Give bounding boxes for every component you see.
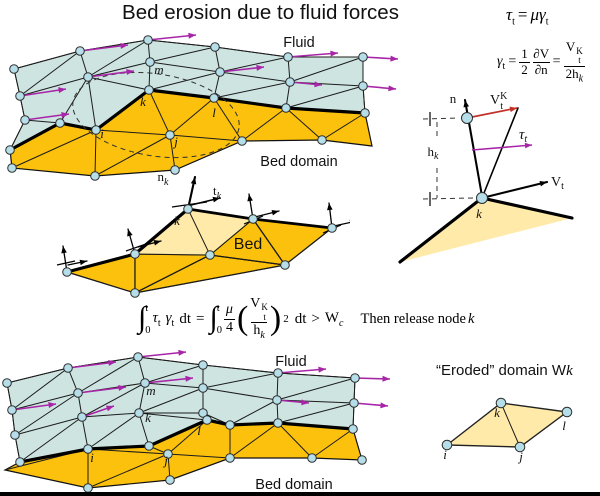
tk-label: tk [213,183,222,202]
fluid-label: Fluid [275,354,306,370]
mesh-nodes [2,352,367,493]
node-label-j: j [162,453,168,468]
velocity-arrows [19,32,399,121]
node-label-k: k [140,94,146,109]
gamma-symbol: γ [539,5,546,24]
velocity-profile-line [481,107,519,199]
velocity-arrows [11,350,391,418]
node-label-l: l [562,418,566,433]
bed-triangle [64,253,136,294]
vt-label: Vt [551,175,564,192]
node-label-i: i [90,450,94,465]
eroded-domain-diagram: i k j l [441,397,573,464]
node-label-j: j [517,449,523,464]
shear-stress-equation: τt=μγt [506,5,549,28]
surface-nodes [461,112,488,204]
height-dashed-lines [422,117,474,200]
bed-facet [400,198,572,262]
node-label-k: k [145,410,151,425]
node-label-k: k [494,405,500,420]
tau-symbol: τ [506,5,513,24]
node-label-j: j [172,134,178,149]
node-label-m: m [146,383,155,398]
bed-mesh-edges [66,208,333,294]
top-mesh-diagram: Fluid Bed domain m k i j l [5,32,399,181]
n-label: n [450,91,457,106]
bottom-border-bar [0,492,600,496]
bottom-mesh-diagram: Fluid Bed domain m k i j l [2,350,391,493]
shear-stress-arrow [471,144,533,151]
tau-label: τt [519,127,527,145]
bed-label: Bed [234,236,262,253]
node-label-i: i [100,126,104,141]
node-label-k: k [174,213,180,228]
page-title: Bed erosion due to fluid forces [122,1,399,24]
node-label-k: k [476,206,482,221]
eroded-quad [445,402,569,448]
tangential-velocity-arrow [480,180,549,200]
bed-domain-label: Bed domain [255,477,332,493]
node-velocity-arrow [466,107,518,119]
eroded-domain-title: “Eroded” domain Wk [436,362,573,379]
bed-surface-diagram: nk tk k Bed [56,169,350,298]
bed-surface-nodes [62,204,337,298]
node-label-l: l [212,105,216,120]
normal-tangent-arrows [56,175,350,273]
pale-facet [188,209,253,255]
mu-symbol: μ [530,5,540,24]
node-label-i: i [443,447,447,462]
eroded-diagonal [500,402,521,448]
node-label-l: l [197,423,201,438]
bed-domain-label: Bed domain [260,154,337,170]
nk-label: nk [158,169,170,188]
fluid-label: Fluid [283,35,314,51]
node-label-m: m [154,62,163,77]
mesh-nodes [5,35,370,181]
hk-label: hk [428,144,440,162]
eroded-nodes [441,397,573,453]
